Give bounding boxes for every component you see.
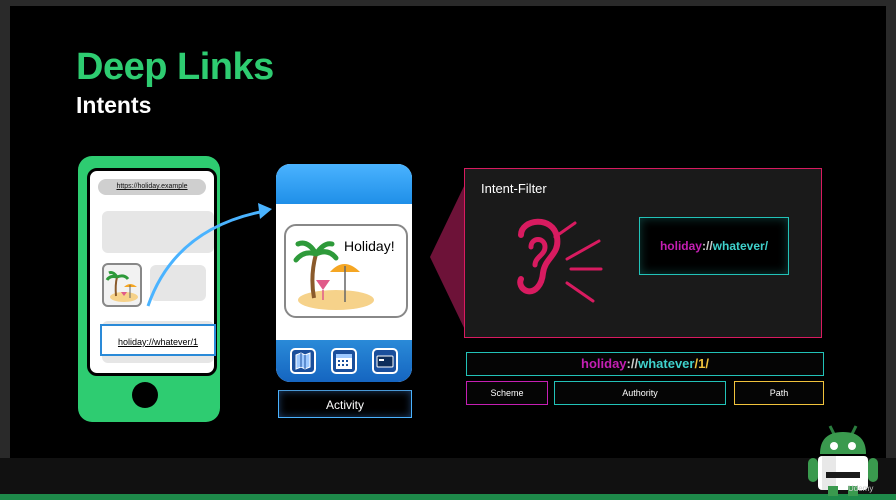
uri-trailing-slash: / bbox=[705, 356, 709, 371]
activity-screen: Holiday! bbox=[276, 164, 412, 382]
holiday-card-label: Holiday! bbox=[344, 238, 395, 254]
uri-scheme: holiday bbox=[581, 356, 627, 371]
uri-trailing-slash: / bbox=[764, 239, 769, 253]
arrow-icon bbox=[146, 203, 272, 307]
map-icon[interactable] bbox=[290, 348, 316, 374]
funnel-wedge bbox=[430, 182, 466, 332]
home-button bbox=[132, 382, 158, 408]
uri-separator: :// bbox=[626, 356, 639, 371]
uri-authority: whatever bbox=[638, 356, 695, 371]
intent-filter-uri: holiday://whatever/ bbox=[639, 217, 789, 275]
deep-link-uri: holiday://whatever/1/ bbox=[466, 352, 824, 376]
intent-filter-panel: Intent-Filter holiday://whatever/ bbox=[464, 168, 822, 338]
slide-title: Deep Links bbox=[76, 46, 274, 88]
activity-label: Activity bbox=[278, 390, 412, 418]
authority-label: Authority bbox=[554, 381, 726, 405]
slide-subtitle: Intents bbox=[76, 92, 152, 118]
progress-bar bbox=[0, 494, 896, 500]
beach-illustration-icon bbox=[293, 240, 374, 310]
content-placeholder bbox=[102, 211, 214, 253]
browser-url-bar: https://holiday.example bbox=[98, 179, 206, 195]
beach-thumbnail-icon bbox=[102, 263, 142, 307]
calendar-icon[interactable] bbox=[331, 348, 357, 374]
watermark: Udemy bbox=[848, 484, 874, 493]
uri-path: 1 bbox=[698, 356, 706, 371]
scheme-label: Scheme bbox=[466, 381, 548, 405]
uri-slash: / bbox=[694, 356, 699, 371]
footer-strip bbox=[0, 458, 896, 494]
intent-filter-label: Intent-Filter bbox=[481, 181, 547, 196]
deep-link-link[interactable]: holiday://whatever/1 bbox=[100, 324, 216, 356]
uri-separator: :// bbox=[701, 239, 713, 253]
holiday-card: Holiday! bbox=[284, 224, 408, 318]
path-label: Path bbox=[734, 381, 824, 405]
uri-scheme: holiday bbox=[659, 239, 702, 253]
ear-icon bbox=[517, 218, 603, 303]
activity-tab-bar bbox=[276, 340, 412, 382]
activity-header bbox=[276, 164, 412, 204]
android-logo-icon bbox=[808, 425, 878, 496]
uri-authority: whatever bbox=[712, 239, 765, 253]
card-icon[interactable] bbox=[372, 348, 398, 374]
slide: Deep Links Intents https://holiday.examp… bbox=[10, 6, 886, 458]
